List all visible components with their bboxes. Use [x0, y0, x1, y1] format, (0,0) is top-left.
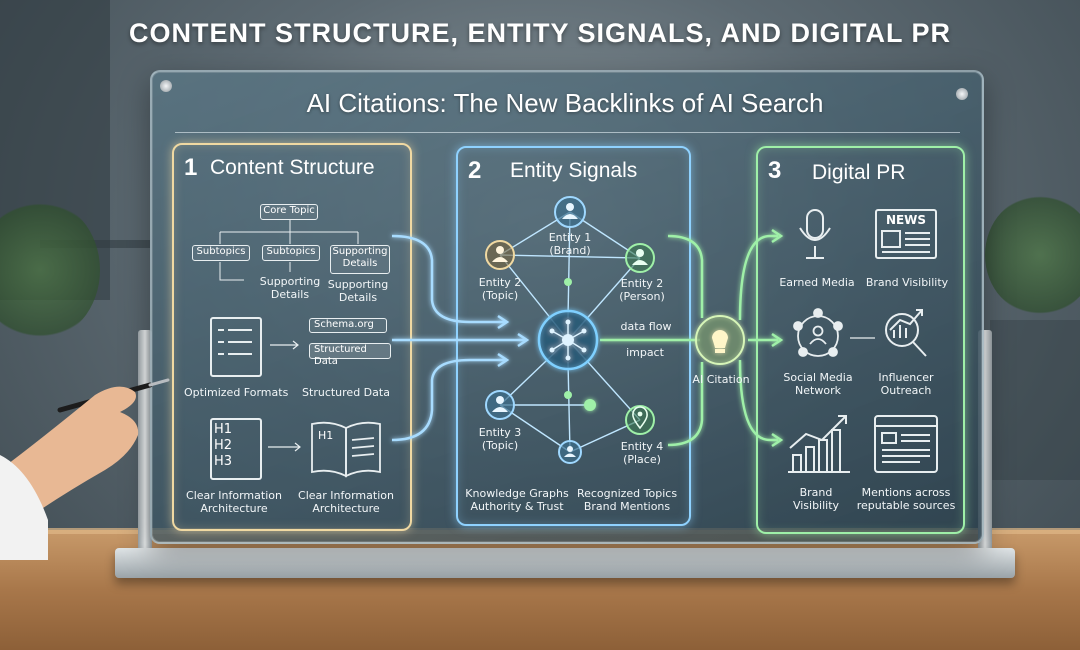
mentions-label: Mentions across reputable sources [856, 486, 956, 512]
heading-h2: H2 [214, 438, 233, 453]
column-entity-signals [456, 146, 691, 526]
clear-information-architecture-label: Clear Information Architecture [298, 489, 394, 515]
browser-window-icon [874, 415, 938, 473]
heading-h1: H1 [214, 422, 233, 437]
page-title: CONTENT STRUCTURE, ENTITY SIGNALS, AND D… [128, 18, 952, 48]
schema-chip: Schema.org [309, 318, 387, 333]
column-content-structure [172, 143, 412, 531]
bullet [218, 341, 224, 343]
entity-node-topic-3 [485, 390, 515, 420]
flow-arrows-out [738, 228, 784, 448]
topic-tree-lines [219, 220, 359, 281]
hand [0, 386, 139, 520]
entity-3-label: Entity 3 (Topic) [478, 426, 522, 452]
book-icon [311, 421, 381, 478]
text-line [228, 353, 252, 355]
column-number: 2 [468, 157, 482, 184]
pen-tip [148, 378, 170, 387]
panel-bolt [160, 80, 172, 92]
text-line [228, 329, 252, 331]
magnifier-chart-icon [885, 309, 927, 357]
news-badge: NEWS [885, 213, 927, 227]
background-plant [985, 195, 1080, 315]
recognized-topics-label: Recognized Topics Brand Mentions [576, 487, 678, 513]
network-icon [793, 308, 843, 357]
divider [175, 132, 960, 133]
column-number: 1 [184, 154, 198, 181]
supporting-details-label: Supporting Details [259, 275, 321, 301]
entity-1-label: Entity 1 (Brand) [548, 231, 592, 257]
heading-document-icon [210, 418, 262, 480]
entity-node-small [558, 440, 582, 464]
subtopics-chip: Subtopics [192, 245, 250, 261]
column-number: 3 [768, 157, 782, 184]
flow-to-citation [600, 234, 704, 447]
sleeve [0, 455, 48, 560]
text-line [228, 341, 252, 343]
signal-dot [564, 278, 572, 286]
entity-node-person [625, 243, 655, 273]
hub-node [537, 309, 599, 371]
data-flow-label: data flow [620, 320, 672, 333]
influencer-outreach-label: Influencer Outreach [878, 371, 934, 397]
newspaper-icon [875, 209, 937, 259]
brand-visibility-label: Brand Visibility [865, 276, 949, 289]
supporting-details-label: Supporting Details [327, 278, 389, 304]
entity-4-label: Entity 4 (Place) [620, 440, 664, 466]
column-title: Digital PR [812, 161, 906, 184]
bar-chart-icon [788, 415, 850, 473]
supporting-details-chip: Supporting Details [330, 245, 390, 274]
impact-label: impact [626, 346, 664, 359]
entity-node-brand [554, 196, 586, 228]
earned-media-label: Earned Media [779, 276, 855, 289]
social-media-label: Social Media Network [783, 371, 853, 397]
ai-citation-label: AI Citation [692, 373, 750, 386]
structured-data-chip: Structured Data [309, 343, 391, 367]
subtopics-chip: Subtopics [262, 245, 320, 261]
entity-node-place [625, 405, 655, 435]
clear-information-architecture-label: Clear Information Architecture [186, 489, 282, 515]
glass-panel [150, 70, 984, 544]
column-title: Content Structure [210, 156, 375, 179]
core-topic-chip: Core Topic [260, 204, 318, 220]
entity-2-person-label: Entity 2 (Person) [619, 277, 665, 303]
microphone-icon [799, 209, 831, 259]
entity-node-topic [485, 240, 515, 270]
background-plant [0, 200, 100, 340]
board-title: AI Citations: The New Backlinks of AI Se… [306, 88, 824, 118]
knowledge-graphs-label: Knowledge Graphs Authority & Trust [465, 487, 569, 513]
signal-dot [584, 399, 596, 411]
brand-visibility-label-2: Brand Visibility [792, 486, 840, 512]
signal-dot [564, 391, 572, 399]
flow-arrows-in [391, 234, 530, 442]
heading-h3: H3 [214, 454, 233, 469]
lightbulb-icon [695, 315, 745, 365]
bullet [218, 329, 224, 331]
entity-2-topic-label: Entity 2 (Topic) [478, 276, 522, 302]
inner-arrows [268, 340, 301, 452]
structured-data-label: Structured Data [302, 386, 390, 399]
document-icon [210, 317, 262, 377]
stand-base [115, 548, 1015, 578]
bullet [218, 353, 224, 355]
book-heading: H1 [318, 429, 334, 442]
column-title: Entity Signals [510, 159, 638, 182]
panel-bolt [956, 88, 968, 100]
background-chair [990, 320, 1080, 480]
optimized-formats-label: Optimized Formats [184, 386, 289, 399]
